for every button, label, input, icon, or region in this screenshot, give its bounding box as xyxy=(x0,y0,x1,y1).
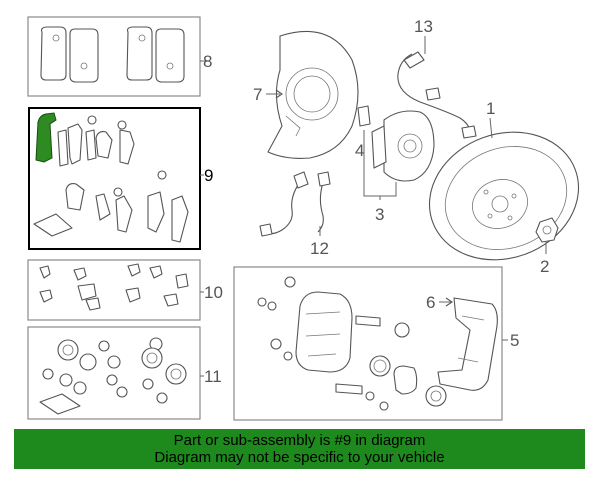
callout-10: 10 xyxy=(204,283,223,302)
part-3-hub-assembly: 4 3 xyxy=(355,105,435,224)
pin-c xyxy=(113,187,123,197)
shim-e xyxy=(115,195,133,233)
guide-pin-lower xyxy=(335,383,363,395)
group-8-frame xyxy=(27,16,201,97)
pin-b xyxy=(117,120,127,130)
group-9-pad-kit: 9 xyxy=(28,107,213,250)
shim-d xyxy=(95,193,111,221)
callout-5: 5 xyxy=(510,331,519,350)
banner-line-1: Part or sub-assembly is #9 in diagram xyxy=(173,432,426,449)
callout-12: 12 xyxy=(310,239,329,258)
banner-line-2: Diagram may not be specific to your vehi… xyxy=(154,449,445,466)
part-12-brake-hose: 12 xyxy=(259,171,331,258)
clip-c xyxy=(65,183,85,211)
callout-8: 8 xyxy=(203,52,212,71)
group-10-frame xyxy=(27,259,201,321)
group-11-frame xyxy=(27,326,201,420)
callout-9: 9 xyxy=(204,166,213,185)
info-banner: Part or sub-assembly is #9 in diagram Di… xyxy=(14,429,585,469)
callout-6: 6 xyxy=(426,293,435,312)
part-13-speed-sensor: 13 xyxy=(397,17,477,139)
rotor-outer xyxy=(428,131,580,261)
clip-a xyxy=(95,131,113,159)
shim-g xyxy=(171,195,189,243)
group-11-seal-kit: 11 xyxy=(27,326,222,420)
part-1-brake-rotor: 1 xyxy=(428,99,580,261)
anti-squeal-shim-highlighted xyxy=(35,112,57,163)
caliper-body xyxy=(295,291,353,373)
pin-d xyxy=(157,170,167,180)
brake-pad-right-a xyxy=(126,26,153,81)
hub-flange xyxy=(383,110,435,182)
group-5-frame xyxy=(233,266,503,421)
guide-pin-upper xyxy=(355,315,381,327)
shim-b xyxy=(67,123,83,165)
callout-2: 2 xyxy=(540,257,549,276)
callout-13: 13 xyxy=(414,17,433,36)
shim-c xyxy=(85,129,97,161)
hub-bolt xyxy=(357,105,371,127)
brake-pad-left-b xyxy=(69,28,99,83)
clip-b xyxy=(119,129,135,165)
group-9-frame xyxy=(28,107,201,250)
callout-1: 1 xyxy=(486,99,495,118)
callout-4: 4 xyxy=(355,141,364,160)
caliper-bracket xyxy=(437,297,498,391)
shim-a xyxy=(57,129,69,167)
group-10-clips: 10 xyxy=(27,259,223,321)
group-8-brake-pads: 8 xyxy=(27,16,212,97)
part-7-dust-shield: 7 xyxy=(253,30,359,159)
brake-pad-right-b xyxy=(155,28,185,83)
dust-shield-body xyxy=(267,30,359,159)
callout-7: 7 xyxy=(253,85,262,104)
caliper-piston xyxy=(393,365,418,395)
brake-pad-left-a xyxy=(40,26,67,81)
group-5-caliper-assembly: 6 5 xyxy=(233,266,519,421)
callout-3: 3 xyxy=(375,205,384,224)
pin-a xyxy=(87,115,97,125)
callout-11: 11 xyxy=(204,367,222,386)
wear-indicator-plate xyxy=(33,213,73,237)
shim-f xyxy=(147,191,165,233)
part-2-hub-nut: 2 xyxy=(535,217,559,276)
